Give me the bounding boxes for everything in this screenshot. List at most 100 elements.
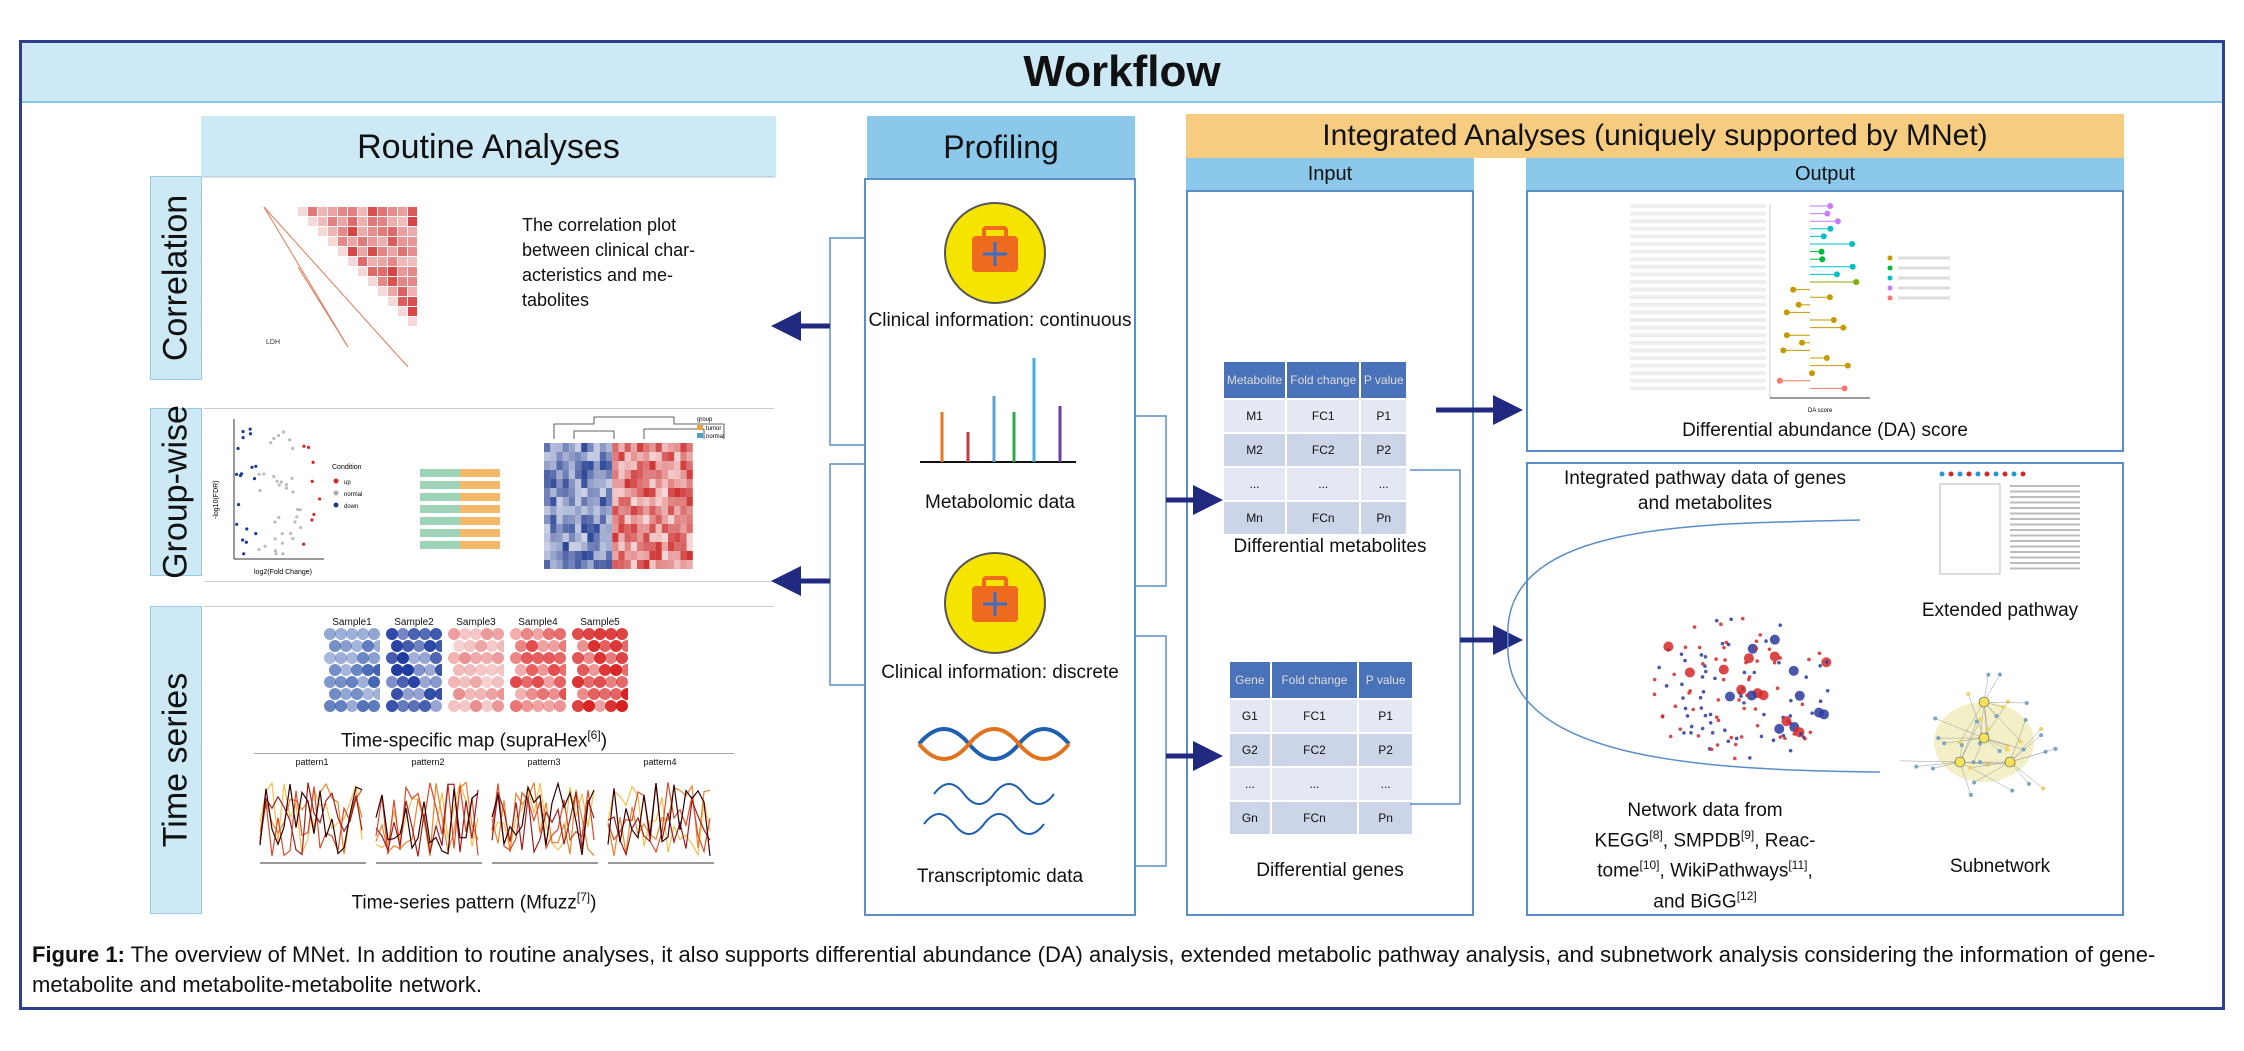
hex-cell bbox=[616, 652, 628, 664]
volcano-dot bbox=[291, 446, 295, 451]
corr-cell bbox=[378, 207, 387, 216]
net-node bbox=[1668, 734, 1673, 739]
heat-cell bbox=[562, 461, 569, 470]
hex-cell bbox=[329, 688, 341, 700]
heat-cell bbox=[568, 470, 575, 479]
heat-cell bbox=[618, 470, 625, 479]
metab-th-0: Metabolite bbox=[1221, 360, 1288, 400]
hex-cell bbox=[583, 652, 595, 664]
sub-node bbox=[1997, 672, 2002, 677]
heat-cell bbox=[568, 542, 575, 551]
hex-cell bbox=[537, 640, 549, 652]
hex-cell bbox=[521, 652, 533, 664]
net-node bbox=[1660, 714, 1665, 718]
sub-node bbox=[1959, 743, 1964, 748]
net-node bbox=[1759, 734, 1764, 739]
volcano-dot bbox=[282, 430, 286, 434]
heat-cell bbox=[630, 488, 637, 497]
heat-cell bbox=[630, 515, 637, 524]
heat-cell bbox=[587, 461, 594, 470]
heat-cell bbox=[661, 470, 668, 479]
corr-cell bbox=[368, 207, 377, 216]
heat-cell bbox=[637, 488, 644, 497]
corr-cell bbox=[368, 277, 377, 286]
heat-cell bbox=[593, 497, 600, 506]
heat-cell bbox=[668, 497, 675, 506]
corr-cell bbox=[298, 207, 307, 216]
heat-cell bbox=[643, 479, 650, 488]
net-node bbox=[1778, 735, 1783, 739]
corr-cell bbox=[388, 207, 397, 216]
hex-cell bbox=[435, 640, 447, 652]
net-node bbox=[1742, 706, 1746, 711]
heat-cell bbox=[637, 461, 644, 470]
heat-cell bbox=[637, 551, 644, 560]
corr-cell bbox=[378, 277, 387, 286]
heat-cell bbox=[599, 524, 606, 533]
net-node bbox=[1714, 715, 1719, 720]
heat-cell bbox=[637, 470, 644, 479]
heat-cell bbox=[562, 452, 569, 461]
hex-cell bbox=[430, 676, 442, 688]
corr-cell bbox=[338, 207, 347, 216]
corr-cell bbox=[408, 287, 417, 296]
heat-cell bbox=[562, 542, 569, 551]
hex-cell bbox=[335, 652, 347, 664]
sub-edge bbox=[1935, 718, 1985, 739]
heat-cell bbox=[643, 524, 650, 533]
heat-cell bbox=[562, 560, 569, 569]
heat-cell bbox=[668, 488, 675, 497]
time-series-label-text: Time series bbox=[156, 672, 195, 848]
corr-cell bbox=[398, 297, 407, 306]
heat-cell bbox=[587, 551, 594, 560]
hex-cell bbox=[475, 664, 487, 676]
net-node bbox=[1742, 670, 1747, 675]
heat-cell bbox=[655, 479, 662, 488]
heat-cell bbox=[575, 542, 582, 551]
hex-cell bbox=[481, 652, 493, 664]
heat-cell bbox=[661, 452, 668, 461]
net-node bbox=[1726, 739, 1731, 744]
heat-cell bbox=[637, 506, 644, 515]
sub-node bbox=[1942, 741, 1947, 746]
heat-cell bbox=[624, 452, 631, 461]
heat-cell bbox=[568, 497, 575, 506]
hex-cell bbox=[548, 664, 560, 676]
hex-cell bbox=[526, 640, 538, 652]
sub-edge bbox=[2009, 748, 2056, 763]
hex-cell bbox=[532, 628, 544, 640]
heat-cell bbox=[556, 551, 563, 560]
hex-svg bbox=[510, 628, 571, 712]
hex-map: Sample4 bbox=[510, 617, 571, 721]
hex-cell bbox=[526, 664, 538, 676]
heat-cell bbox=[649, 542, 656, 551]
hex-cell bbox=[413, 664, 425, 676]
net-node bbox=[1701, 689, 1706, 694]
hex-cell bbox=[408, 676, 420, 688]
heat-cell bbox=[544, 488, 551, 497]
hex-cell bbox=[510, 628, 522, 640]
heat-cell bbox=[624, 443, 631, 452]
heat-cell bbox=[618, 533, 625, 542]
correlation-label-text: Correlation bbox=[156, 194, 195, 362]
heat-cell bbox=[575, 470, 582, 479]
hex-cell bbox=[448, 652, 460, 664]
heat-cell bbox=[630, 524, 637, 533]
heat-cell bbox=[544, 560, 551, 569]
heat-cell bbox=[661, 551, 668, 560]
hex-cell bbox=[459, 652, 471, 664]
hex-cell bbox=[430, 652, 442, 664]
corr-cell bbox=[358, 237, 367, 246]
profiling-item-transcriptomic: Transcriptomic data bbox=[916, 866, 1084, 887]
net-node bbox=[1679, 652, 1684, 656]
sub-node bbox=[1986, 762, 1991, 767]
hex-cell bbox=[448, 628, 460, 640]
net-node bbox=[1734, 736, 1739, 741]
heat-cell bbox=[562, 470, 569, 479]
corr-cell bbox=[348, 257, 357, 266]
sub-edge bbox=[1983, 674, 2001, 703]
hex-cell bbox=[610, 688, 622, 700]
time-pattern-caption: Time-series pattern (Mfuzz[7]) bbox=[351, 890, 597, 914]
volcano-dot bbox=[273, 520, 277, 524]
heat-cell bbox=[624, 533, 631, 542]
